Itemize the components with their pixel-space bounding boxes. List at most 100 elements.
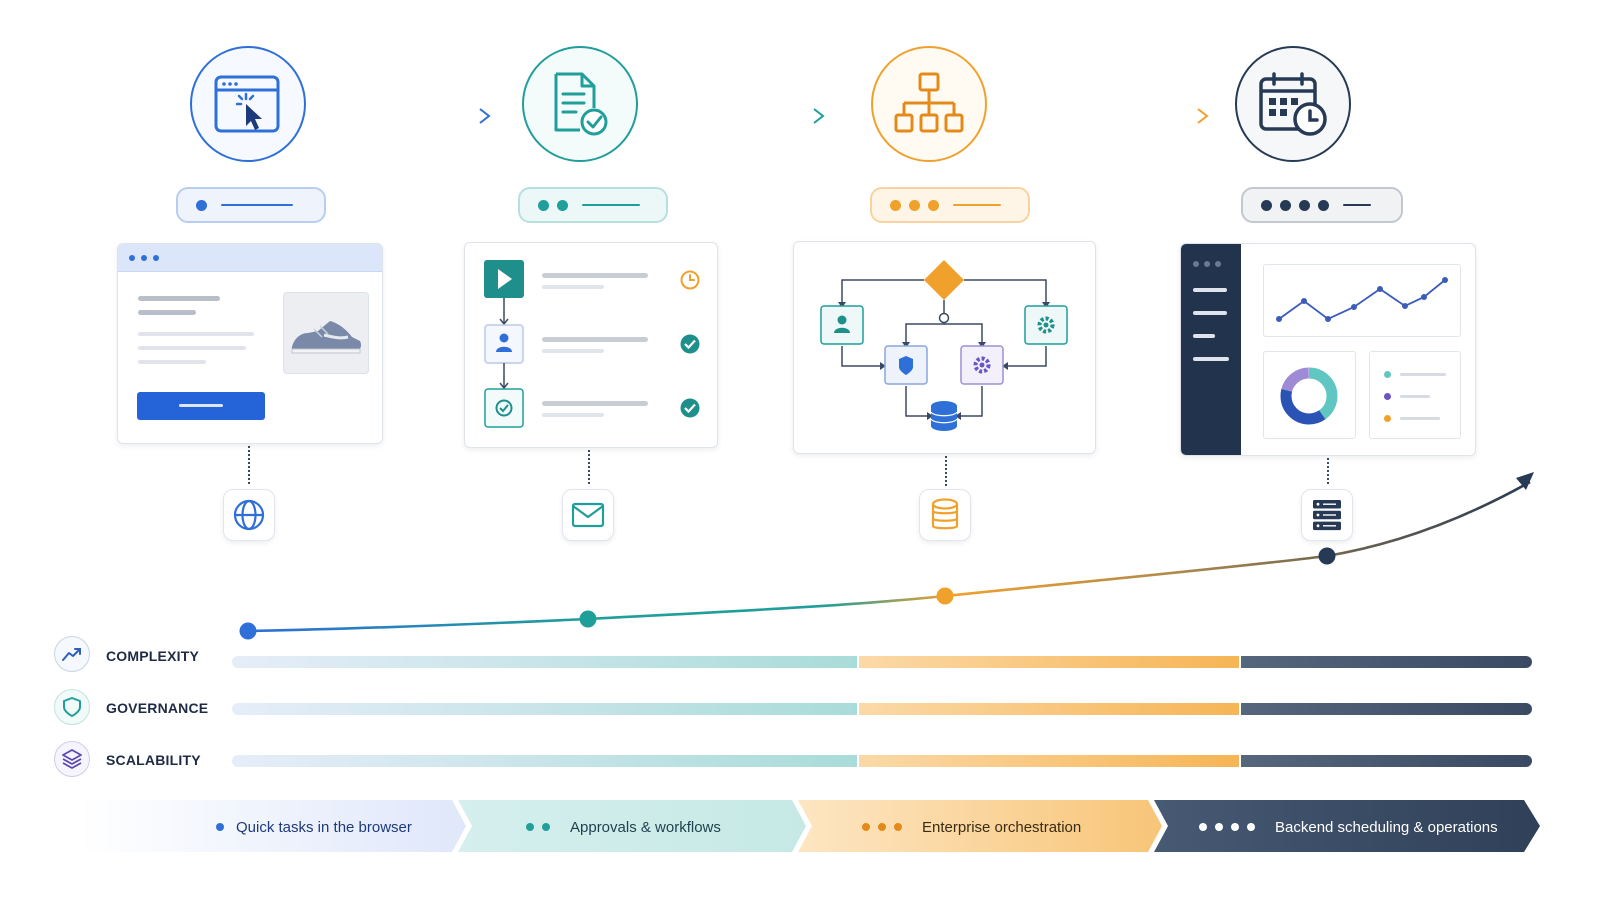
milestone-dot-1 [239, 622, 257, 640]
stage-4-pill [1241, 187, 1403, 223]
window-dot [153, 254, 159, 261]
sidebar-item[interactable] [1193, 357, 1229, 361]
legend-dot [1384, 371, 1391, 378]
document-check-icon [554, 72, 608, 136]
sidebar-item[interactable] [1193, 288, 1227, 292]
stage-2-pill [518, 187, 668, 223]
org-hierarchy-icon [894, 72, 964, 133]
shield-icon [63, 697, 81, 717]
metric-label-scalability: SCALABILITY [106, 752, 201, 768]
mail-icon-box [562, 489, 614, 541]
stage-label-3: Enterprise orchestration [862, 800, 1081, 854]
legend-line [1400, 417, 1440, 420]
stage-label-1: Quick tasks in the browser [216, 800, 412, 854]
growth-curve [239, 472, 1534, 640]
primary-action-button[interactable] [137, 392, 265, 420]
connector-2 [588, 450, 590, 484]
legend-dot [1384, 415, 1391, 422]
complexity-bar [232, 656, 1532, 668]
pill-dot [909, 199, 920, 211]
stage-dot [894, 823, 902, 831]
stage-label-2: Approvals & workflows [526, 800, 721, 854]
scalability-bar [232, 755, 1532, 767]
legend-dot [1384, 393, 1391, 400]
database-icon [931, 498, 959, 530]
orchestration-card [793, 241, 1096, 454]
stage-dot [1231, 823, 1239, 831]
stage-3-pill [870, 187, 1030, 223]
metric-icon-3 [54, 741, 90, 777]
orchestration-graph [820, 260, 1068, 431]
stage-label-text: Quick tasks in the browser [236, 818, 412, 836]
pill-dot [557, 199, 568, 211]
calendar-clock-icon [1259, 72, 1327, 136]
window-dot [141, 254, 147, 261]
text-placeholder [138, 296, 220, 301]
layers-icon [62, 749, 82, 769]
metric-label-governance: GOVERNANCE [106, 700, 209, 716]
stage-dot [526, 823, 534, 831]
bar-segment-orchestration [859, 703, 1239, 715]
user-node [820, 305, 864, 345]
stage-label-text: Approvals & workflows [570, 818, 721, 836]
dashboard-sidebar [1181, 244, 1241, 455]
chevron-2 [458, 800, 806, 852]
stage-dot [542, 823, 550, 831]
window-dot [129, 254, 135, 261]
window-dot [1193, 261, 1199, 267]
bar-segment-browser-workflows [232, 755, 857, 767]
stage-1-icon-circle [190, 46, 306, 162]
metric-icon-1 [54, 636, 90, 672]
stage-4-icon-circle [1235, 46, 1351, 162]
globe-icon [233, 499, 265, 531]
database-icon-box [919, 489, 971, 541]
mail-icon [571, 502, 605, 528]
bar-segment-browser-workflows [232, 656, 857, 668]
arrow-2 [686, 108, 825, 124]
sidebar-item[interactable] [1193, 334, 1215, 338]
connector-1 [248, 446, 250, 484]
arrow-1 [350, 108, 491, 124]
settings-node [1024, 305, 1068, 345]
bar-segment-orchestration [859, 656, 1239, 668]
check-circle-icon [680, 398, 700, 418]
chevron-4 [1154, 800, 1540, 852]
pill-line [1343, 204, 1371, 206]
stage-dot [1247, 823, 1255, 831]
pill-line [221, 204, 293, 206]
user-step [484, 324, 524, 364]
play-step [484, 260, 524, 298]
stage-dot [1215, 823, 1223, 831]
chevron-1 [80, 800, 466, 852]
donut-chart [1280, 367, 1338, 425]
stage-chevron-banner [80, 800, 1540, 852]
decision-diamond [924, 260, 964, 300]
legend-panel [1369, 351, 1461, 439]
stage-dot [878, 823, 886, 831]
curve-arrowhead [1516, 472, 1534, 490]
milestone-dot-4 [1318, 547, 1336, 565]
browser-cursor-icon [214, 75, 280, 133]
line-chart-panel [1263, 264, 1461, 337]
stage-3-icon-circle [871, 46, 987, 162]
stage-arrows [350, 108, 1209, 124]
trend-up-icon [62, 648, 81, 661]
sidebar-item[interactable] [1193, 311, 1227, 315]
connector-3 [945, 456, 947, 486]
window-dot [1215, 261, 1221, 267]
connector-4 [1327, 458, 1329, 484]
gear-node [960, 345, 1004, 385]
server-icon [1313, 500, 1341, 531]
text-placeholder [138, 360, 206, 364]
bar-segment-scheduling [1241, 703, 1532, 715]
milestone-dot-3 [936, 587, 954, 605]
chevron-3 [798, 800, 1162, 852]
stage-label-text: Enterprise orchestration [922, 818, 1082, 836]
metric-label-complexity: COMPLEXITY [106, 648, 200, 664]
sneaker-icon [291, 321, 362, 354]
governance-bar [232, 703, 1532, 715]
pill-dot [196, 199, 207, 211]
legend-line [1400, 373, 1446, 376]
text-placeholder [138, 346, 246, 350]
text-placeholder [138, 332, 254, 336]
